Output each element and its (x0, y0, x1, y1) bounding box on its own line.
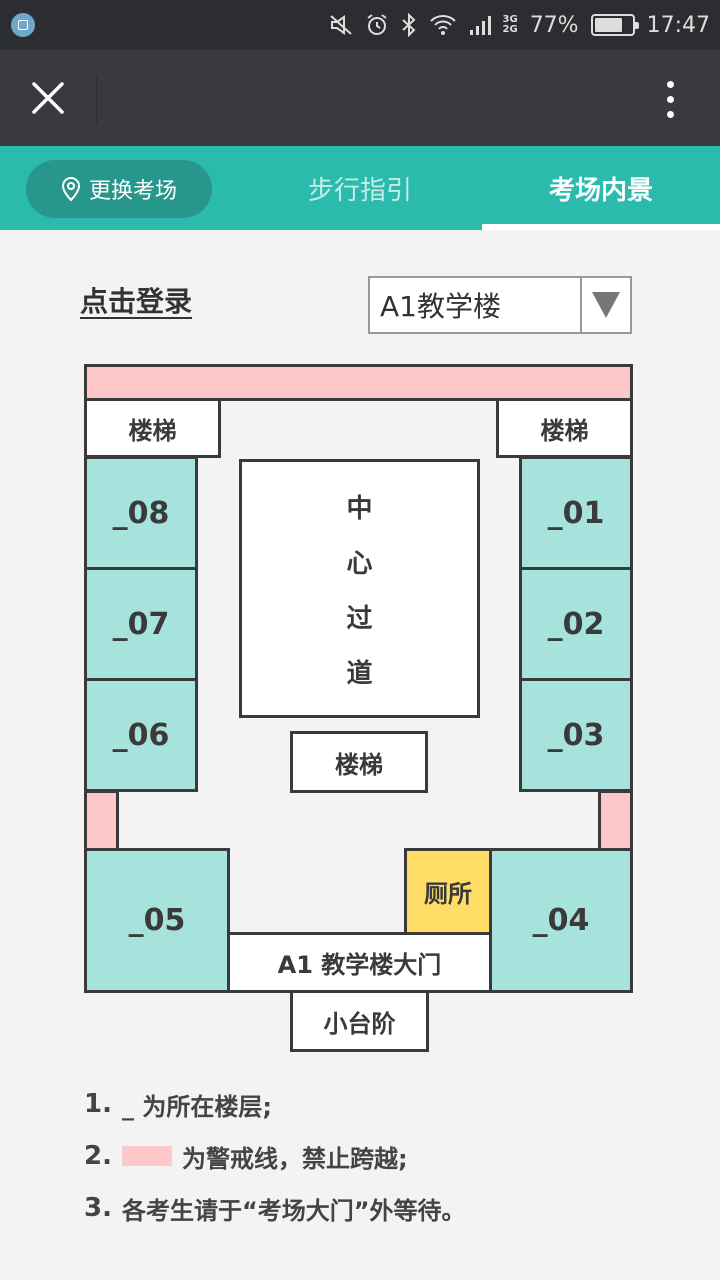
bluetooth-icon (401, 13, 417, 37)
warning-line-left (84, 790, 119, 851)
location-pin-icon (61, 177, 80, 201)
app-notification-icon (11, 13, 35, 37)
center-hall-char: 中 (346, 493, 373, 524)
mute-icon (329, 14, 353, 36)
close-icon (32, 82, 64, 114)
room-05[interactable]: _05 (84, 848, 230, 993)
more-icon (666, 80, 674, 88)
warning-line-swatch (121, 1146, 172, 1166)
room-06[interactable]: _06 (84, 678, 198, 792)
signal-icon (469, 14, 491, 36)
small-steps: 小台阶 (290, 990, 429, 1052)
note-item: 2. 为警戒线，禁止跨越; (84, 1130, 466, 1182)
more-icon-dot (666, 95, 674, 103)
alarm-icon (365, 13, 389, 37)
center-hall-char: 道 (346, 658, 373, 689)
note-item: 3. 各考生请于“考场大门”外等待。 (84, 1182, 466, 1234)
title-divider (96, 76, 97, 124)
note-text: 为警戒线，禁止跨越; (181, 1144, 408, 1173)
note-text: _ 为所在楼层; (121, 1092, 272, 1121)
main-gate: A1 教学楼大门 (227, 932, 492, 993)
center-hall: 中 心 过 道 (239, 459, 480, 718)
tab-walk-guide[interactable]: 步行指引 (307, 175, 412, 206)
login-link[interactable]: 点击登录 (80, 285, 193, 318)
dropdown-arrow-icon[interactable] (580, 278, 630, 332)
center-hall-char: 心 (346, 548, 373, 579)
stairs-left: 楼梯 (84, 398, 221, 458)
warning-line-top (84, 364, 633, 401)
room-02[interactable]: _02 (519, 567, 633, 681)
stairs-right: 楼梯 (496, 398, 633, 458)
note-item: 1. _ 为所在楼层; (84, 1078, 466, 1130)
wifi-icon (429, 14, 457, 36)
close-button[interactable] (20, 70, 76, 126)
battery-icon (590, 14, 639, 36)
network-type: 3G 2G (503, 15, 518, 35)
status-icons: 3G 2G 77% 17:47 (329, 0, 710, 50)
note-text: 各考生请于“考场大门”外等待。 (121, 1196, 466, 1225)
net-3g-label: 3G (502, 14, 518, 25)
building-select[interactable]: A1教学楼 (368, 276, 632, 334)
building-select-value: A1教学楼 (380, 290, 501, 323)
more-icon-dot (666, 110, 674, 118)
room-08[interactable]: _08 (84, 456, 198, 570)
clock: 17:47 (646, 12, 710, 38)
note-number: 3. (84, 1193, 112, 1223)
room-04[interactable]: _04 (489, 848, 633, 993)
room-07[interactable]: _07 (84, 567, 198, 681)
battery-fill (594, 18, 623, 32)
notes: 1. _ 为所在楼层; 2. 为警戒线，禁止跨越; 3. 各考生请于“考场大门”… (84, 1078, 466, 1234)
status-bar: 3G 2G 77% 17:47 (0, 0, 720, 50)
tab-venue-inside[interactable]: 考场内景 (548, 175, 653, 206)
note-number: 2. (84, 1141, 112, 1171)
tab-bar: 更换考场 步行指引 考场内景 (0, 146, 720, 230)
change-venue-button[interactable]: 更换考场 (26, 160, 212, 218)
title-bar (0, 50, 720, 146)
active-tab-indicator (482, 224, 720, 230)
stairs-center: 楼梯 (290, 731, 428, 793)
note-number: 1. (84, 1089, 112, 1119)
room-01[interactable]: _01 (519, 456, 633, 570)
change-venue-label: 更换考场 (88, 179, 177, 204)
center-hall-char: 过 (346, 603, 373, 634)
battery-percent: 77% (529, 12, 579, 38)
net-2g-label: 2G (502, 24, 518, 35)
toilet: 厕所 (404, 848, 492, 935)
more-button[interactable] (642, 74, 698, 124)
warning-line-right (598, 790, 633, 851)
room-03[interactable]: _03 (519, 678, 633, 792)
